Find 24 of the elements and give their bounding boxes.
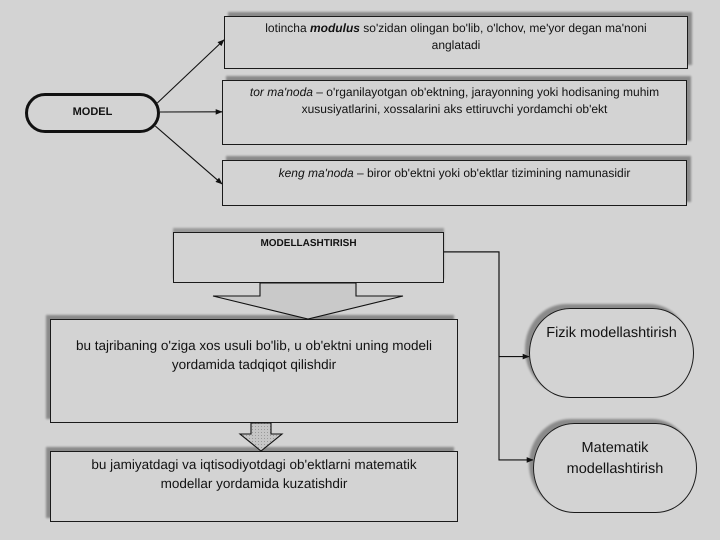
- definition-box: [222, 80, 687, 145]
- terminal-pill: [25, 93, 160, 133]
- connector-arrow: [444, 251, 534, 463]
- connector-arrow: [156, 39, 224, 104]
- node-text: MODELLASHTIRISH: [260, 237, 357, 251]
- node-text: bu jamiyatdagi va iqtisodiyotdagi ob'ektlarni matematik modellar yordamida kuzatishdir: [90, 456, 418, 494]
- connector-arrow: [154, 126, 223, 184]
- block-arrow: [238, 422, 284, 452]
- callout-box: [173, 232, 444, 283]
- node-text: keng ma'noda – biror ob'ektni yoki ob'ektlar tizimining namunasidir: [278, 165, 630, 182]
- node-text: Fizik modellashtirish: [546, 324, 677, 343]
- rounded-box: [533, 423, 697, 513]
- node-text: lotincha modulus so'zidan olingan bo'lib, o'lchov, me'yor degan ma'noni anglatadi: [264, 20, 648, 54]
- node-text: MODEL: [72, 105, 112, 120]
- process-box: [50, 451, 458, 522]
- node-text: tor ma'noda – o'rganilayotgan ob'ektning, jarayonning yoki hodisaning muhim xususiyatlarini, xossalarini aks ettiruvchi yordamchi ob'ekt: [248, 84, 660, 118]
- definition-box: [222, 160, 687, 206]
- callout-arrow: [212, 282, 404, 320]
- process-box: [50, 319, 458, 423]
- node-text: Matematik modellashtirish: [566, 439, 664, 479]
- connector-arrow: [160, 109, 223, 115]
- node-text: bu tajribaning o'ziga xos usuli bo'lib, u ob'ektni uning modeli yordamida tadqiqot qilishdir: [75, 337, 433, 374]
- definition-box: [224, 16, 688, 69]
- rounded-box: [529, 308, 694, 398]
